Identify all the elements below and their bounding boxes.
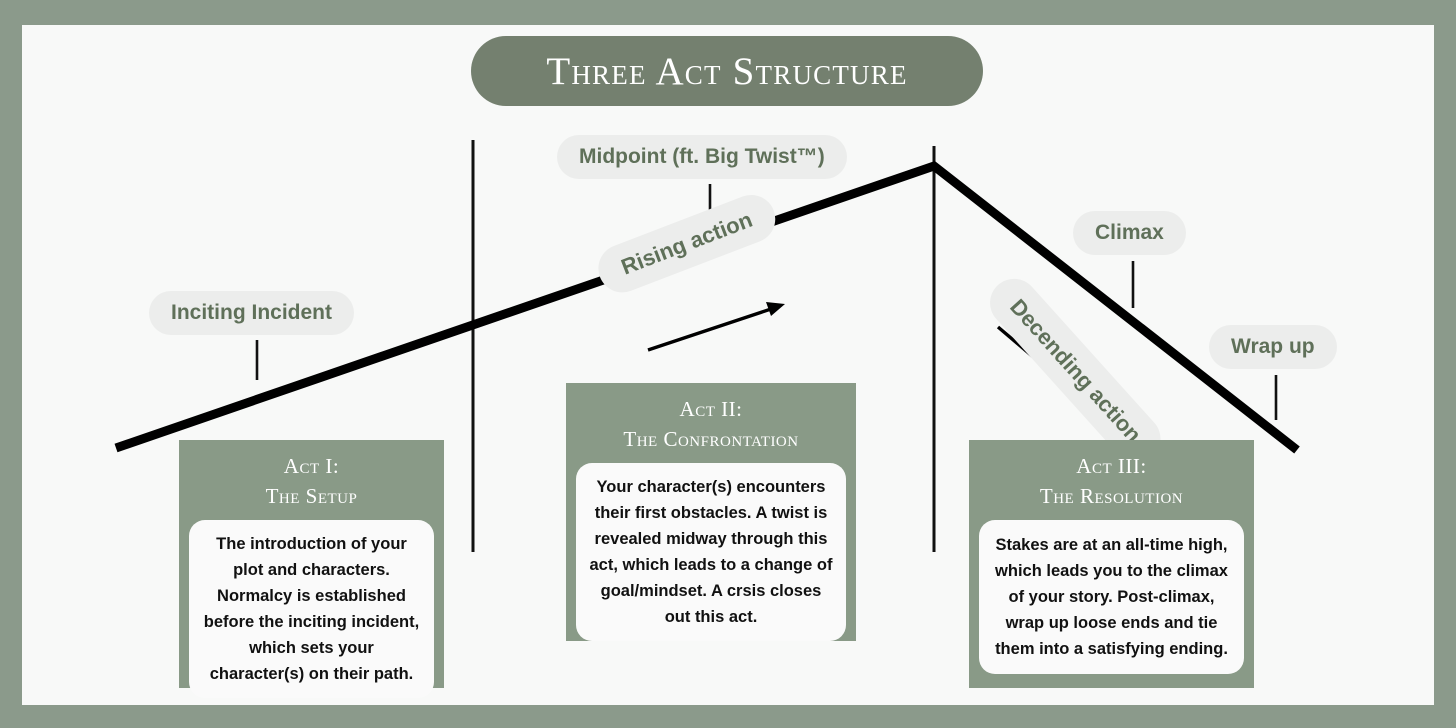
act-1-heading-line1: Act I:: [283, 454, 340, 478]
act-2-heading-line2: The Confrontation: [623, 426, 799, 451]
label-climax: Climax: [1073, 211, 1186, 255]
label-wrap-up-text: Wrap up: [1231, 335, 1315, 358]
label-inciting-incident: Inciting Incident: [149, 291, 354, 335]
act-1-body: The introduction of your plot and charac…: [189, 519, 434, 698]
label-wrap-up: Wrap up: [1209, 325, 1337, 369]
page-title: Three Act Structure: [471, 36, 983, 106]
act-panel-2: Act II: The Confrontation Your character…: [566, 383, 856, 641]
act-2-heading-line1: Act II:: [679, 397, 743, 421]
act-1-heading: Act I: The Setup: [266, 452, 358, 512]
act-panel-1: Act I: The Setup The introduction of you…: [179, 440, 444, 698]
act-3-heading-line1: Act III:: [1076, 454, 1147, 478]
page-title-text: Three Act Structure: [546, 49, 908, 93]
label-inciting-incident-text: Inciting Incident: [171, 301, 332, 324]
act-1-heading-line2: The Setup: [265, 483, 358, 508]
act-2-body: Your character(s) encounters their first…: [576, 462, 846, 641]
act-2-heading: Act II: The Confrontation: [623, 395, 798, 455]
label-climax-text: Climax: [1095, 221, 1164, 244]
label-midpoint-text: Midpoint (ft. Big Twist™): [579, 145, 825, 168]
act-panel-3: Act III: The Resolution Stakes are at an…: [969, 440, 1254, 688]
label-midpoint: Midpoint (ft. Big Twist™): [557, 135, 847, 179]
act-3-heading-line2: The Resolution: [1039, 483, 1184, 508]
act-3-body: Stakes are at an all-time high, which le…: [979, 519, 1244, 674]
act-3-heading: Act III: The Resolution: [1040, 452, 1183, 512]
